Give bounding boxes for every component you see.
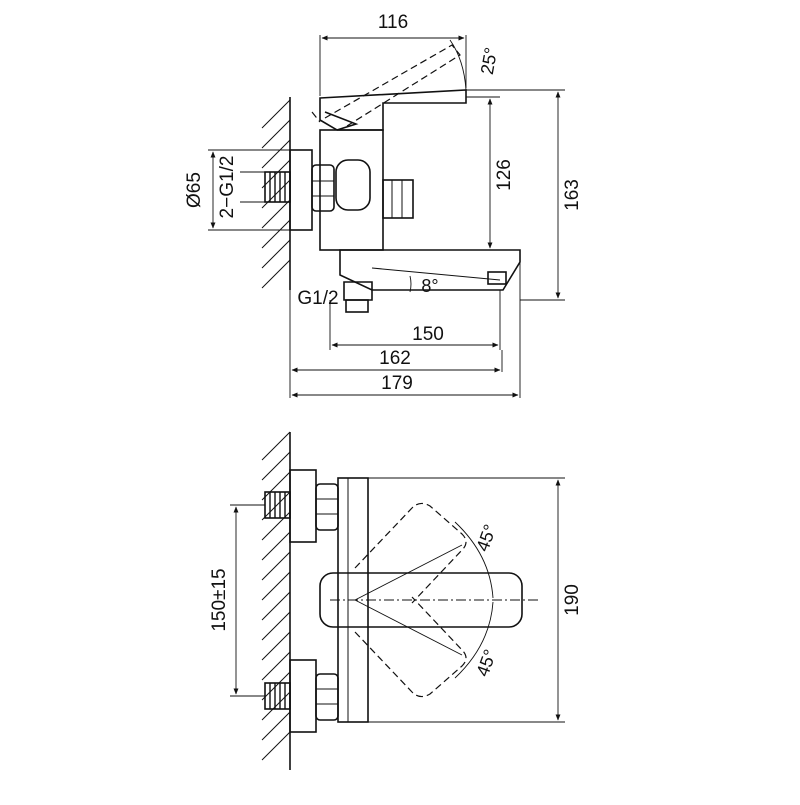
inlet-thread-upper [264, 469, 339, 543]
dim-150-pm-15: 150±15 [209, 504, 265, 697]
label-116: 116 [378, 12, 408, 33]
side-view: 116 25° 126 163 Ø65 2−G1/2 8° [184, 12, 583, 398]
dim-162: 162 [289, 290, 503, 398]
label-162: 162 [379, 348, 411, 369]
nut-top [311, 164, 335, 212]
dim-flange-diameter: Ø65 2−G1/2 [184, 149, 290, 231]
dim-190: 190 [368, 477, 583, 723]
spout-side [339, 249, 521, 313]
flange-top [289, 149, 313, 231]
label-150: 150 [412, 324, 444, 345]
label-flange-diameter: Ø65 [184, 172, 205, 208]
wall-hatching-top [261, 97, 291, 290]
arc-25-degrees [449, 39, 467, 91]
dim-150: 150 [329, 290, 501, 350]
label-163: 163 [562, 179, 583, 211]
arc-45-lower [454, 601, 494, 679]
front-view: 45° 45° 150±15 190 [209, 431, 583, 770]
dim-126: 126 [466, 96, 520, 251]
dim-116: 116 [319, 12, 467, 96]
lever-raised-dashed [311, 44, 461, 127]
inlet-thread-lower [264, 659, 339, 733]
dim-163: 163 [466, 89, 583, 301]
label-126: 126 [494, 159, 515, 191]
label-150-pm-15: 150±15 [209, 568, 230, 631]
label-179: 179 [381, 373, 413, 394]
label-inlet-thread: 2−G1/2 [217, 156, 238, 219]
label-45-upper: 45° [472, 522, 500, 554]
label-25-degrees: 25° [477, 46, 501, 76]
lever-front [319, 572, 523, 628]
inlet-thread-top [264, 171, 291, 203]
label-8-degrees: 8° [421, 276, 438, 296]
wall-hatching-bottom [261, 431, 291, 770]
centerline-lower-diagonal [354, 599, 463, 656]
dim-179: 179 [291, 262, 521, 398]
arc-45-upper [454, 521, 494, 599]
lever-rotated-dashed [354, 502, 467, 698]
label-190: 190 [562, 584, 583, 616]
lever-side [319, 89, 467, 131]
label-outlet-thread: G1/2 [297, 288, 338, 309]
arc-8-degrees [409, 275, 412, 293]
centerline-upper-diagonal [354, 544, 463, 601]
